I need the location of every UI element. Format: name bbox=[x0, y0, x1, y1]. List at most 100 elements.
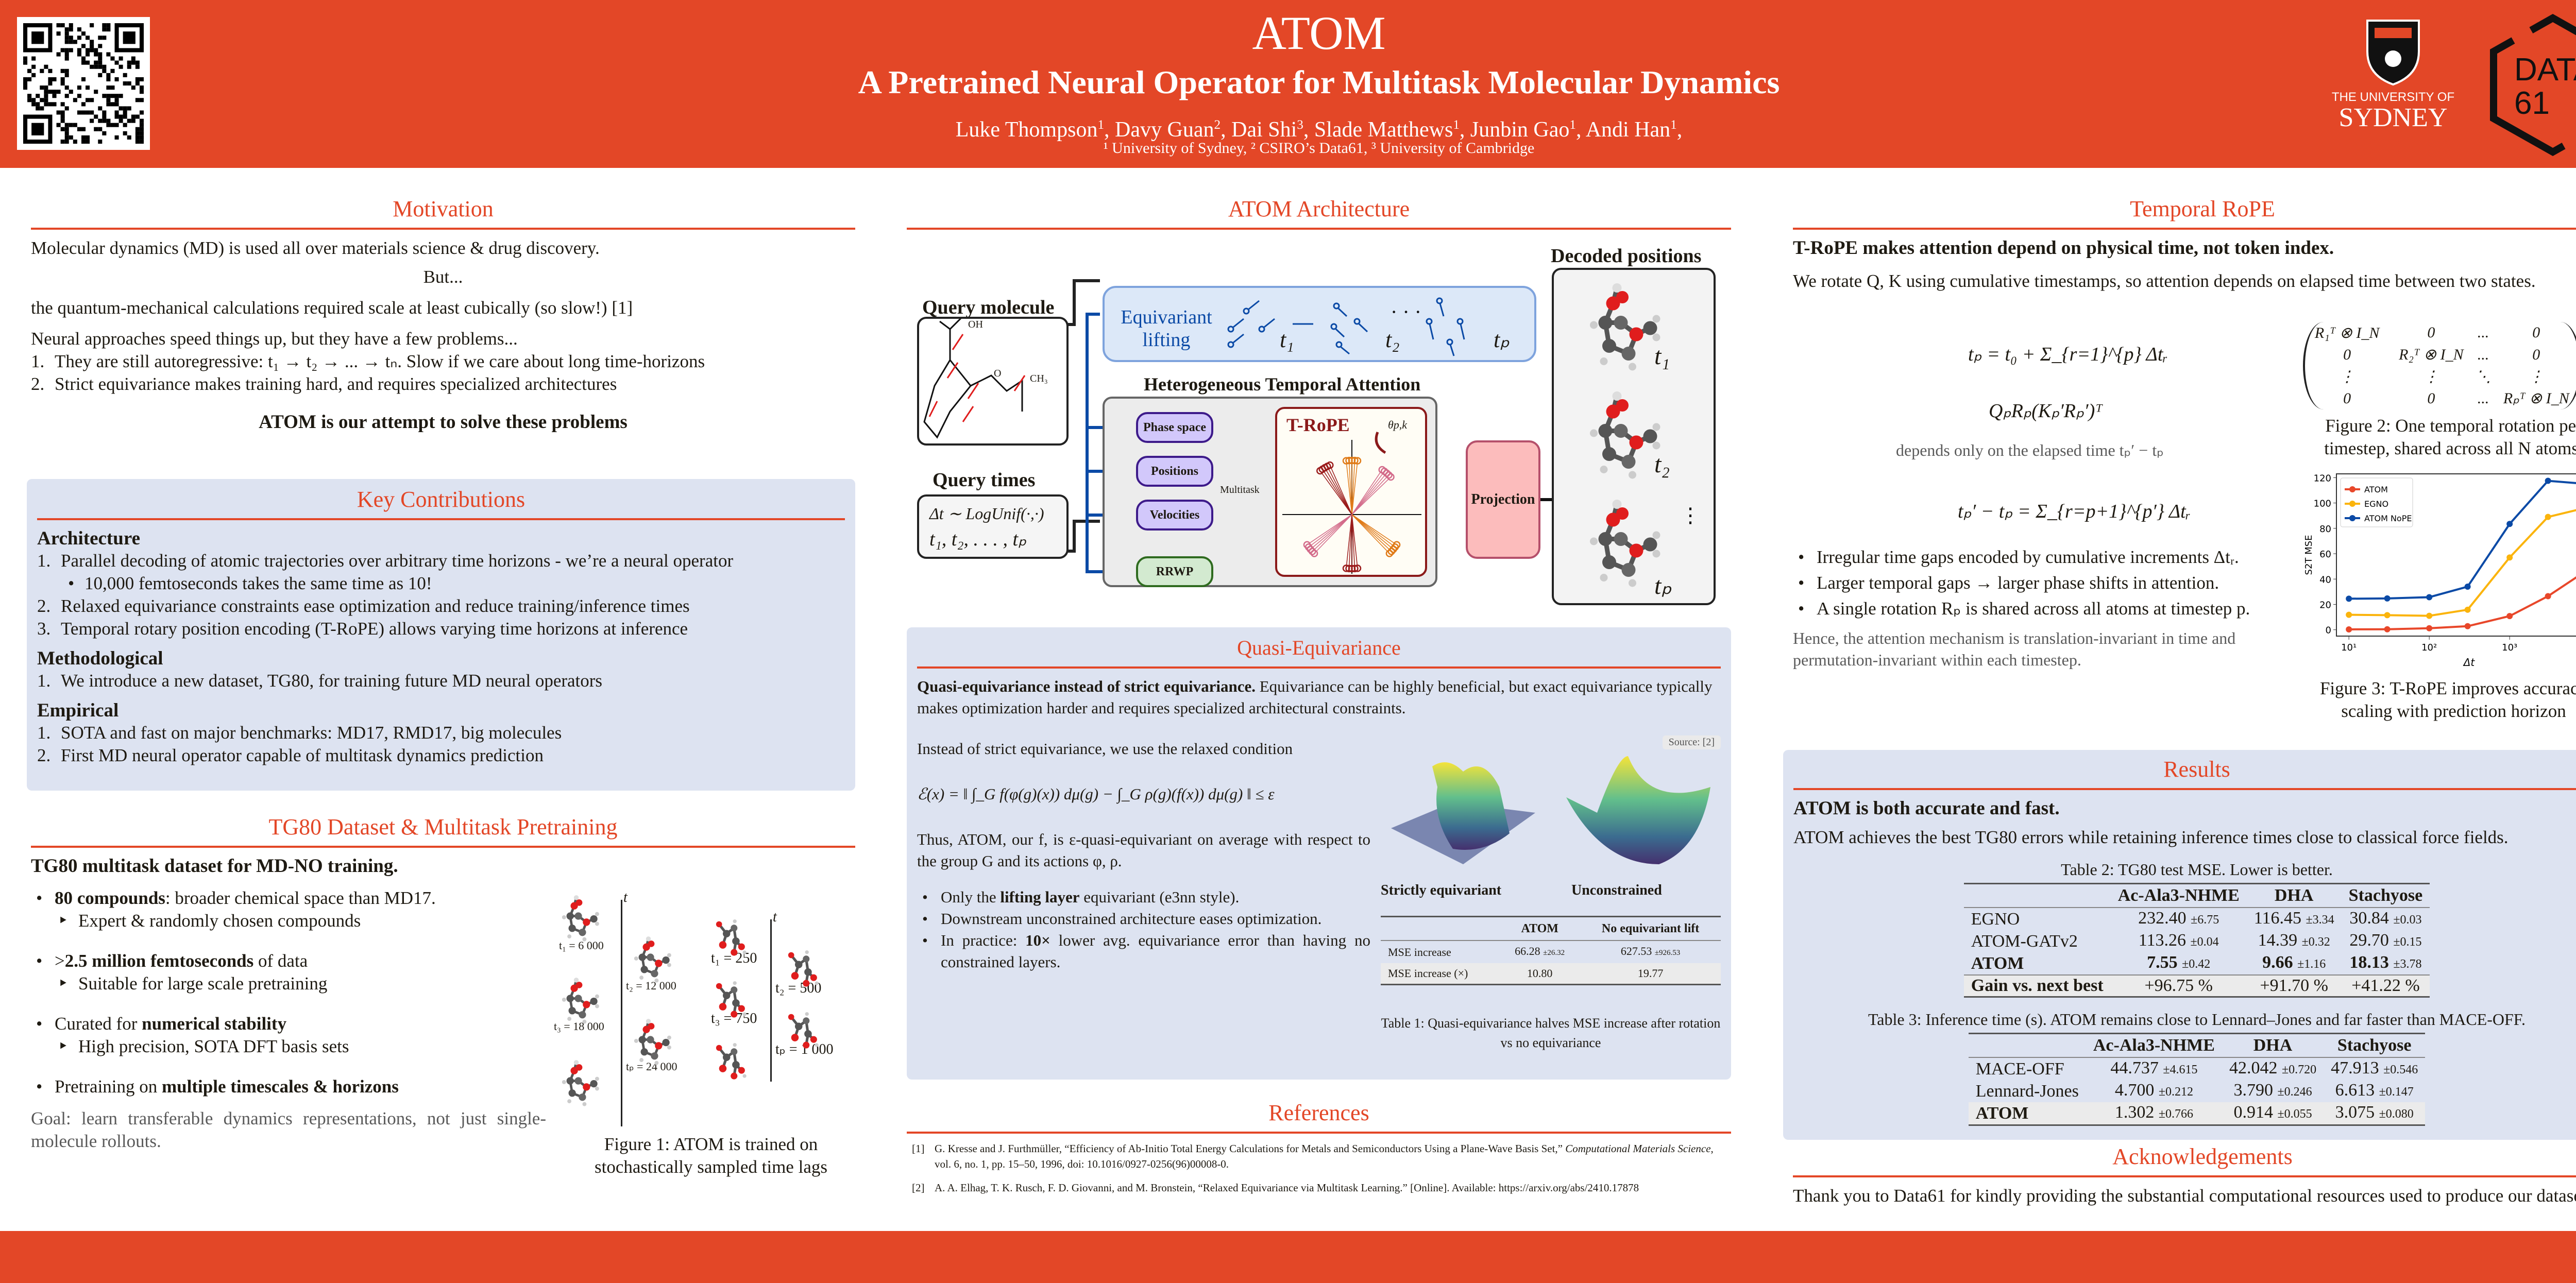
cell-value: 3.790 bbox=[2233, 1081, 2273, 1100]
qr-module bbox=[64, 123, 69, 127]
author-list: Luke Thompson1, Davy Guan2, Dai Shi3, Sl… bbox=[955, 118, 1683, 142]
qr-module bbox=[106, 118, 111, 123]
hexagon-icon bbox=[2490, 13, 2576, 157]
acknowledgements-section: Acknowledgements Thank you to Data61 for… bbox=[1793, 1143, 2576, 1207]
qr-module bbox=[40, 69, 44, 73]
qr-module bbox=[123, 131, 127, 135]
qr-module bbox=[110, 56, 115, 61]
qr-module bbox=[98, 106, 103, 111]
y-tick-label: 80 bbox=[2319, 524, 2331, 535]
cell-value: 113.26 bbox=[2138, 931, 2186, 950]
qr-module bbox=[127, 118, 131, 123]
qr-module bbox=[90, 118, 94, 123]
qr-module bbox=[81, 139, 86, 144]
cell-value: +91.70 % bbox=[2246, 975, 2342, 997]
qr-module bbox=[27, 77, 32, 81]
data-point bbox=[2384, 626, 2391, 632]
bullet-text: lower avg. equivariance error than havin… bbox=[941, 931, 1370, 971]
cell-std: ±3.34 bbox=[2306, 913, 2334, 927]
author-name: Davy Guan bbox=[1115, 118, 1214, 142]
results-lead: ATOM is both accurate and fast. bbox=[1793, 798, 2060, 819]
rotation-ray bbox=[1351, 460, 1358, 515]
qr-module bbox=[94, 114, 98, 119]
equivariant-lifting-box: Equivariant lifting · · · t₁ t₂ tₚ bbox=[1103, 286, 1536, 362]
qr-module bbox=[90, 64, 94, 69]
usyd-logo-line2: SYDNEY bbox=[2338, 103, 2448, 132]
qr-module bbox=[56, 123, 61, 127]
cell-value: 9.66 bbox=[2262, 953, 2293, 972]
bullet-text: of data bbox=[253, 951, 308, 971]
list-item: 1.We introduce a new dataset, TG80, for … bbox=[37, 671, 603, 691]
author-affiliation: 2 bbox=[1214, 118, 1221, 132]
ray-endpoint bbox=[1385, 550, 1394, 557]
architecture-diagram: Query molecule OH O CH₃ Query times Δt ∼… bbox=[907, 242, 1731, 623]
qr-module bbox=[69, 23, 73, 28]
qr-module bbox=[118, 64, 123, 69]
rotation-ray bbox=[1327, 466, 1352, 515]
qr-module bbox=[123, 114, 127, 119]
reference-text[interactable]: A. A. Elhag, T. K. Rusch, F. D. Giovanni… bbox=[935, 1182, 1639, 1194]
projection-block: Projection bbox=[1466, 440, 1540, 559]
rotation-ray bbox=[1310, 514, 1352, 550]
bullet-text: > bbox=[55, 951, 65, 971]
qr-module bbox=[73, 98, 77, 102]
cell-std: ±3.78 bbox=[2393, 957, 2422, 971]
usyd-crest-icon bbox=[2366, 20, 2420, 86]
qr-module bbox=[90, 44, 94, 48]
rotation-ray bbox=[1329, 465, 1352, 515]
data-point bbox=[2545, 514, 2551, 520]
qr-module bbox=[69, 27, 73, 32]
cell-value: 3.075 bbox=[2335, 1103, 2375, 1122]
qr-module bbox=[27, 94, 32, 98]
qr-code-pattern bbox=[23, 23, 144, 144]
reference-item[interactable]: [2]A. A. Elhag, T. K. Rusch, F. D. Giova… bbox=[912, 1180, 1726, 1195]
data61-logo-line2: 61 bbox=[2514, 85, 2550, 121]
cell-value: +96.75 % bbox=[2110, 975, 2247, 997]
qr-module bbox=[64, 139, 69, 144]
rotation-ray bbox=[1348, 514, 1352, 569]
reference-text: G. Kresse and J. Furthmüller, “Efficienc… bbox=[935, 1142, 1563, 1155]
oh-label: OH bbox=[968, 319, 983, 330]
qr-module bbox=[86, 60, 90, 65]
qr-module bbox=[114, 94, 119, 98]
qr-module bbox=[48, 69, 53, 73]
rotation-ray bbox=[1308, 514, 1352, 548]
row-label: ATOM bbox=[1968, 1102, 2086, 1125]
cell-value: 116.45 bbox=[2253, 909, 2301, 928]
qr-module bbox=[98, 60, 103, 65]
qr-module bbox=[131, 118, 135, 123]
qr-module bbox=[135, 77, 140, 81]
qr-module bbox=[64, 106, 69, 111]
qr-module bbox=[86, 135, 90, 140]
time-sequence: t₁, t₂, . . . , tₚ bbox=[929, 528, 1027, 550]
qr-module bbox=[114, 114, 119, 119]
matrix-cell: 0 bbox=[2427, 324, 2435, 341]
x-tick-label: 10³ bbox=[2502, 642, 2517, 653]
qr-module bbox=[48, 90, 53, 94]
rotation-ray bbox=[1351, 514, 1355, 569]
qr-module bbox=[77, 110, 81, 115]
loss-surfaces bbox=[1391, 756, 1710, 864]
results-heading: Results bbox=[1793, 756, 2576, 790]
table-cell: 113.26 ±0.04 bbox=[2111, 930, 2247, 952]
poster-header: ATOM A Pretrained Neural Operator for Mu… bbox=[0, 0, 2576, 168]
gain-row: Gain vs. next best+96.75 %+91.70 %+41.22… bbox=[1963, 975, 2430, 997]
rotation-arrow-icon bbox=[1375, 432, 1386, 454]
matrix-cell: ... bbox=[2477, 346, 2489, 363]
hta-label: Heterogeneous Temporal Attention bbox=[1144, 374, 1421, 395]
cell-value: 29.70 bbox=[2349, 931, 2389, 950]
qr-module bbox=[127, 64, 131, 69]
qr-module bbox=[31, 73, 36, 77]
ray-endpoint bbox=[1353, 457, 1362, 465]
author-name: Luke Thompson bbox=[955, 118, 1098, 142]
qr-code[interactable] bbox=[17, 17, 150, 150]
qr-module bbox=[118, 56, 123, 61]
data-point bbox=[2464, 623, 2471, 629]
cell-std: ±0.03 bbox=[2393, 913, 2422, 927]
author-name: Dai Shi bbox=[1231, 118, 1297, 142]
qr-module bbox=[77, 127, 81, 131]
rotation-ray bbox=[1346, 460, 1352, 515]
matrix-cell: 0 bbox=[2343, 346, 2351, 363]
qr-module bbox=[64, 56, 69, 61]
